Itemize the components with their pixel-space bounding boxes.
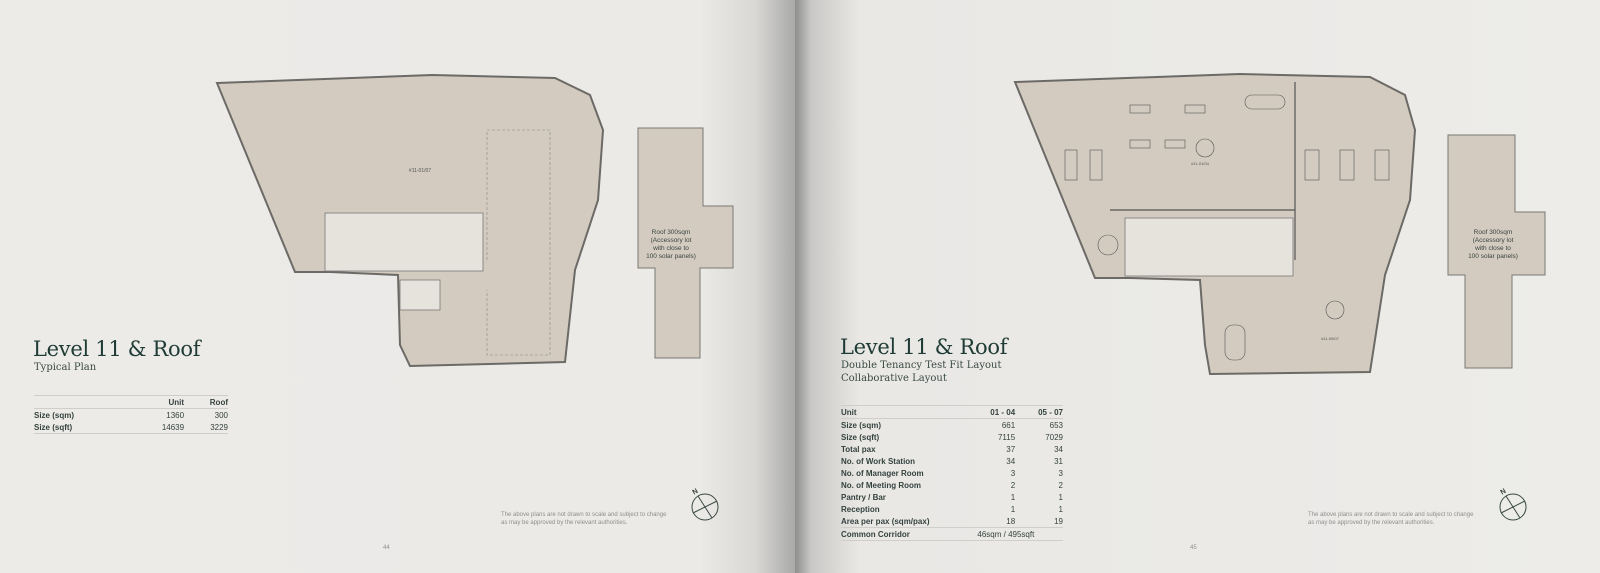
svg-text:N: N — [1500, 488, 1508, 497]
right-floor-plan: #11-01/04 #11-05/07 — [1013, 72, 1417, 376]
table-row: Size (sqft) 14639 3229 — [34, 421, 228, 434]
page-number: 44 — [383, 545, 390, 551]
page-subtitle: Double Tenancy Test Fit Layout Collabora… — [841, 360, 1002, 384]
north-compass-icon: N — [1499, 488, 1527, 521]
left-floor-plan: #11-01/07 — [215, 73, 605, 368]
north-compass-icon: N — [691, 488, 719, 521]
page-title: Level 11 & Roof — [840, 335, 1008, 359]
right-roof-plan — [1447, 134, 1546, 369]
unit-label: #11-01/07 — [409, 168, 431, 174]
left-roof-plan — [637, 127, 734, 359]
roof-label: Roof 300sqm (Accessory lot with close to… — [646, 229, 696, 260]
page-subtitle: Typical Plan — [34, 362, 97, 373]
unit-label-01-04: #11-01/04 — [1191, 161, 1209, 166]
disclaimer: The above plans are not drawn to scale a… — [1308, 512, 1474, 526]
page-number: 45 — [1190, 545, 1197, 551]
roof-label: Roof 300sqm (Accessory lot with close to… — [1468, 229, 1518, 260]
table-header — [34, 395, 131, 409]
unit-label-05-07: #11-05/07 — [1321, 336, 1339, 341]
core-area — [324, 212, 484, 272]
table-header: Roof — [184, 395, 228, 409]
page-title: Level 11 & Roof — [33, 337, 201, 361]
size-table: Unit Roof Size (sqm) 1360 300 Size (sqft… — [34, 395, 228, 434]
table-row: Size (sqm) 1360 300 — [34, 410, 228, 420]
disclaimer: The above plans are not drawn to scale a… — [501, 512, 667, 526]
svg-text:N: N — [692, 488, 700, 497]
table-header: Unit — [130, 395, 185, 409]
